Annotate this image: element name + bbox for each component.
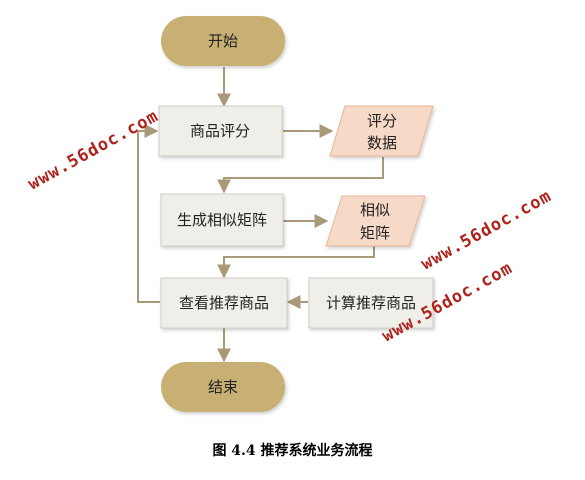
end-node xyxy=(161,362,285,412)
rate-products-node xyxy=(158,105,283,157)
rating-data-line1: 评分 xyxy=(367,112,397,130)
rating-data-line2: 数据 xyxy=(367,134,397,152)
rate-products-label: 商品评分 xyxy=(190,122,250,140)
figure-caption: 图 4.4 推荐系统业务流程 xyxy=(212,443,373,459)
similarity-matrix-node xyxy=(325,195,426,247)
arrow-view-to-rate xyxy=(137,124,160,303)
similarity-matrix-line2: 矩阵 xyxy=(360,224,390,242)
view-recommendations-label: 查看推荐商品 xyxy=(179,294,269,312)
start-label: 开始 xyxy=(208,32,238,50)
flowchart: 开始 商品评分 评分 数据 生成相似矩阵 相似 矩阵 查看推荐商品 计算推荐商品… xyxy=(25,16,555,412)
connectors xyxy=(137,67,384,363)
end-label: 结束 xyxy=(208,378,238,396)
arrow-matrix-to-view xyxy=(217,246,375,279)
watermark-1: www.56doc.com xyxy=(25,106,162,194)
similarity-matrix-line1: 相似 xyxy=(360,201,390,219)
arrow-data-to-gen xyxy=(217,157,384,194)
generate-matrix-node xyxy=(160,193,284,247)
rating-data-node xyxy=(329,105,434,157)
start-node xyxy=(161,16,285,66)
generate-matrix-label: 生成相似矩阵 xyxy=(177,211,267,229)
view-recommendations-node xyxy=(160,277,288,329)
calc-recommendations-node xyxy=(308,277,434,329)
watermark-2: www.56doc.com xyxy=(418,186,555,274)
calc-recommendations-label: 计算推荐商品 xyxy=(326,294,416,312)
